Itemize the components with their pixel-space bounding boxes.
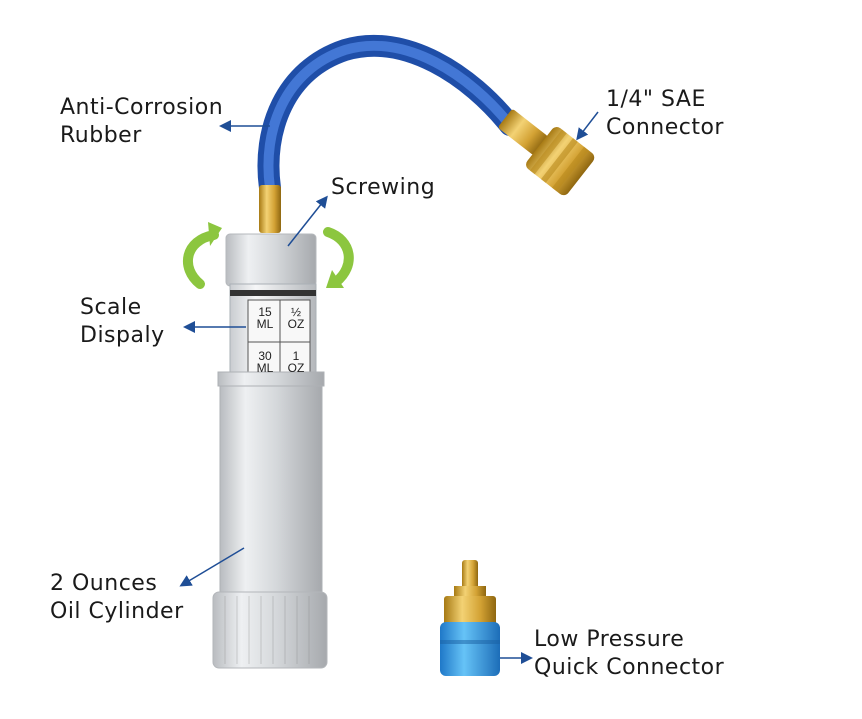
screw-cap xyxy=(225,233,317,287)
sae-connector xyxy=(498,109,595,196)
low-pressure-quick-connector xyxy=(440,560,500,676)
sae-connector-label: 1/4" SAE Connector xyxy=(606,87,724,140)
rotate-right-arrow-icon xyxy=(323,227,354,288)
scale-display-label: Scale Dispaly xyxy=(80,295,165,348)
anti-corrosion-label: Anti-Corrosion Rubber xyxy=(60,95,224,148)
brass-hose-fitting xyxy=(259,185,281,233)
oil-cylinder-label: 2 Ounces Oil Cylinder xyxy=(50,571,184,624)
rotate-left-arrow-icon xyxy=(182,222,222,289)
bottom-cap xyxy=(212,591,328,669)
sae-connector-arrow xyxy=(576,111,599,141)
quick-connector-label: Low Pressure Quick Connector xyxy=(534,627,725,680)
screwing-arrow xyxy=(287,195,328,247)
cylinder-arrow xyxy=(179,547,245,587)
oil-cylinder xyxy=(219,371,323,601)
screwing-label: Screwing xyxy=(331,175,436,200)
